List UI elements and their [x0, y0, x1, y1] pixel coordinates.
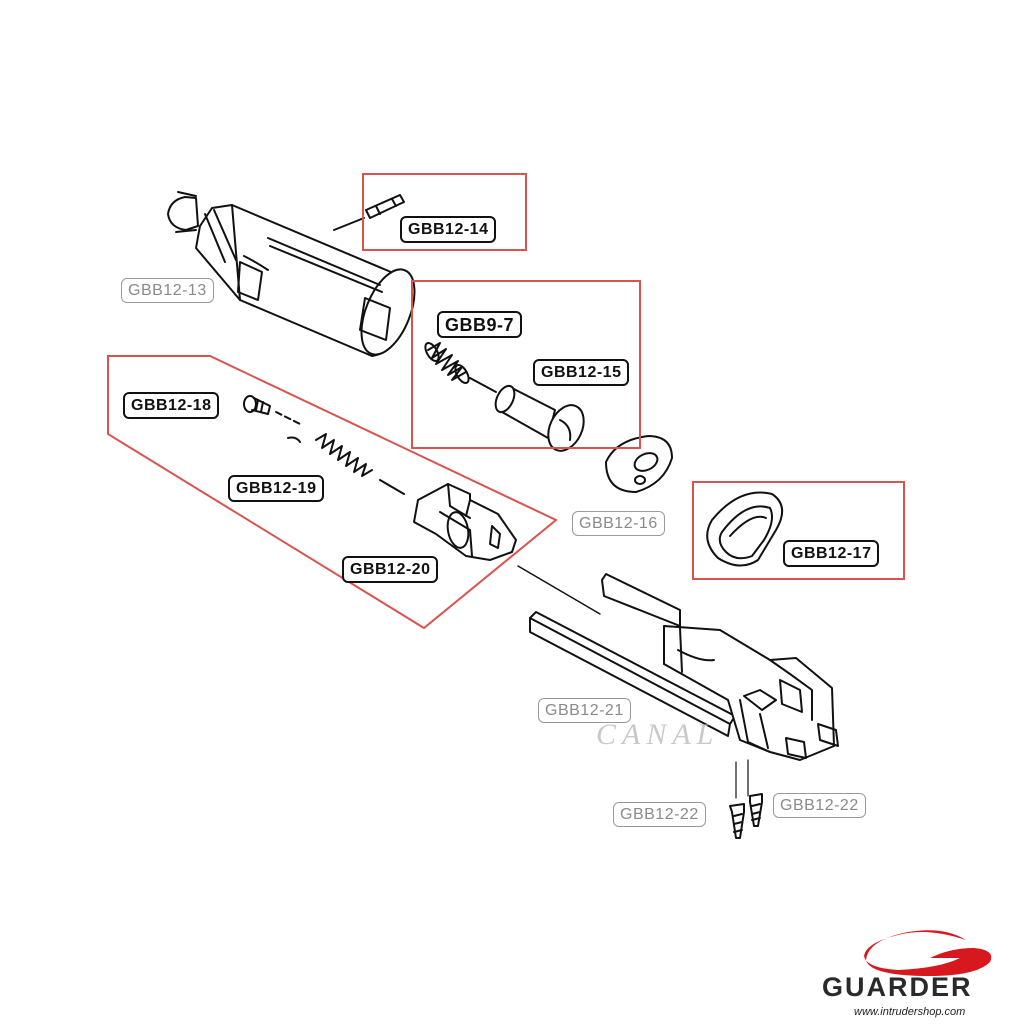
part-gbb12-17-drawing [706, 491, 783, 567]
part-gbb12-20-drawing [413, 483, 517, 561]
part-label-gbb12-21: GBB12-21 [538, 698, 631, 723]
part-label-gbb12-22-left: GBB12-22 [613, 802, 706, 827]
highlight-box-valve-group [411, 280, 641, 449]
part-gbb9-7-drawing [424, 341, 497, 393]
brand-name: GUARDER [822, 972, 973, 1002]
highlight-box-gbb12-14 [362, 173, 527, 251]
highlight-box-gbb12-17 [692, 481, 905, 580]
part-gbb12-16-drawing [605, 435, 673, 493]
part-label-gbb12-13: GBB12-13 [121, 278, 214, 303]
brand-website: www.intrudershop.com [854, 1006, 966, 1018]
part-gbb12-13-drawing [167, 191, 416, 357]
part-gbb12-22-drawing [729, 759, 763, 839]
part-gbb12-21-drawing [529, 573, 839, 761]
part-label-gbb12-22-right: GBB12-22 [773, 793, 866, 818]
watermark-text: CANAL [596, 718, 720, 751]
part-label-gbb12-14: GBB12-14 [400, 216, 497, 243]
part-label-gbb12-15: GBB12-15 [533, 359, 630, 386]
part-label-gbb9-7: GBB9-7 [437, 311, 523, 338]
highlight-box-cylinder-group [107, 355, 558, 630]
part-label-gbb12-17: GBB12-17 [783, 540, 880, 567]
part-gbb12-19-drawing [287, 433, 405, 495]
part-label-gbb12-20: GBB12-20 [342, 556, 439, 583]
part-gbb12-14-drawing [333, 194, 405, 231]
part-label-gbb12-18: GBB12-18 [123, 392, 220, 419]
part-label-gbb12-16: GBB12-16 [572, 511, 665, 536]
part-gbb12-15-drawing [494, 384, 585, 452]
part-gbb12-18-drawing [243, 395, 301, 425]
guarder-logo-icon [864, 930, 992, 976]
part-label-gbb12-19: GBB12-19 [228, 475, 325, 502]
